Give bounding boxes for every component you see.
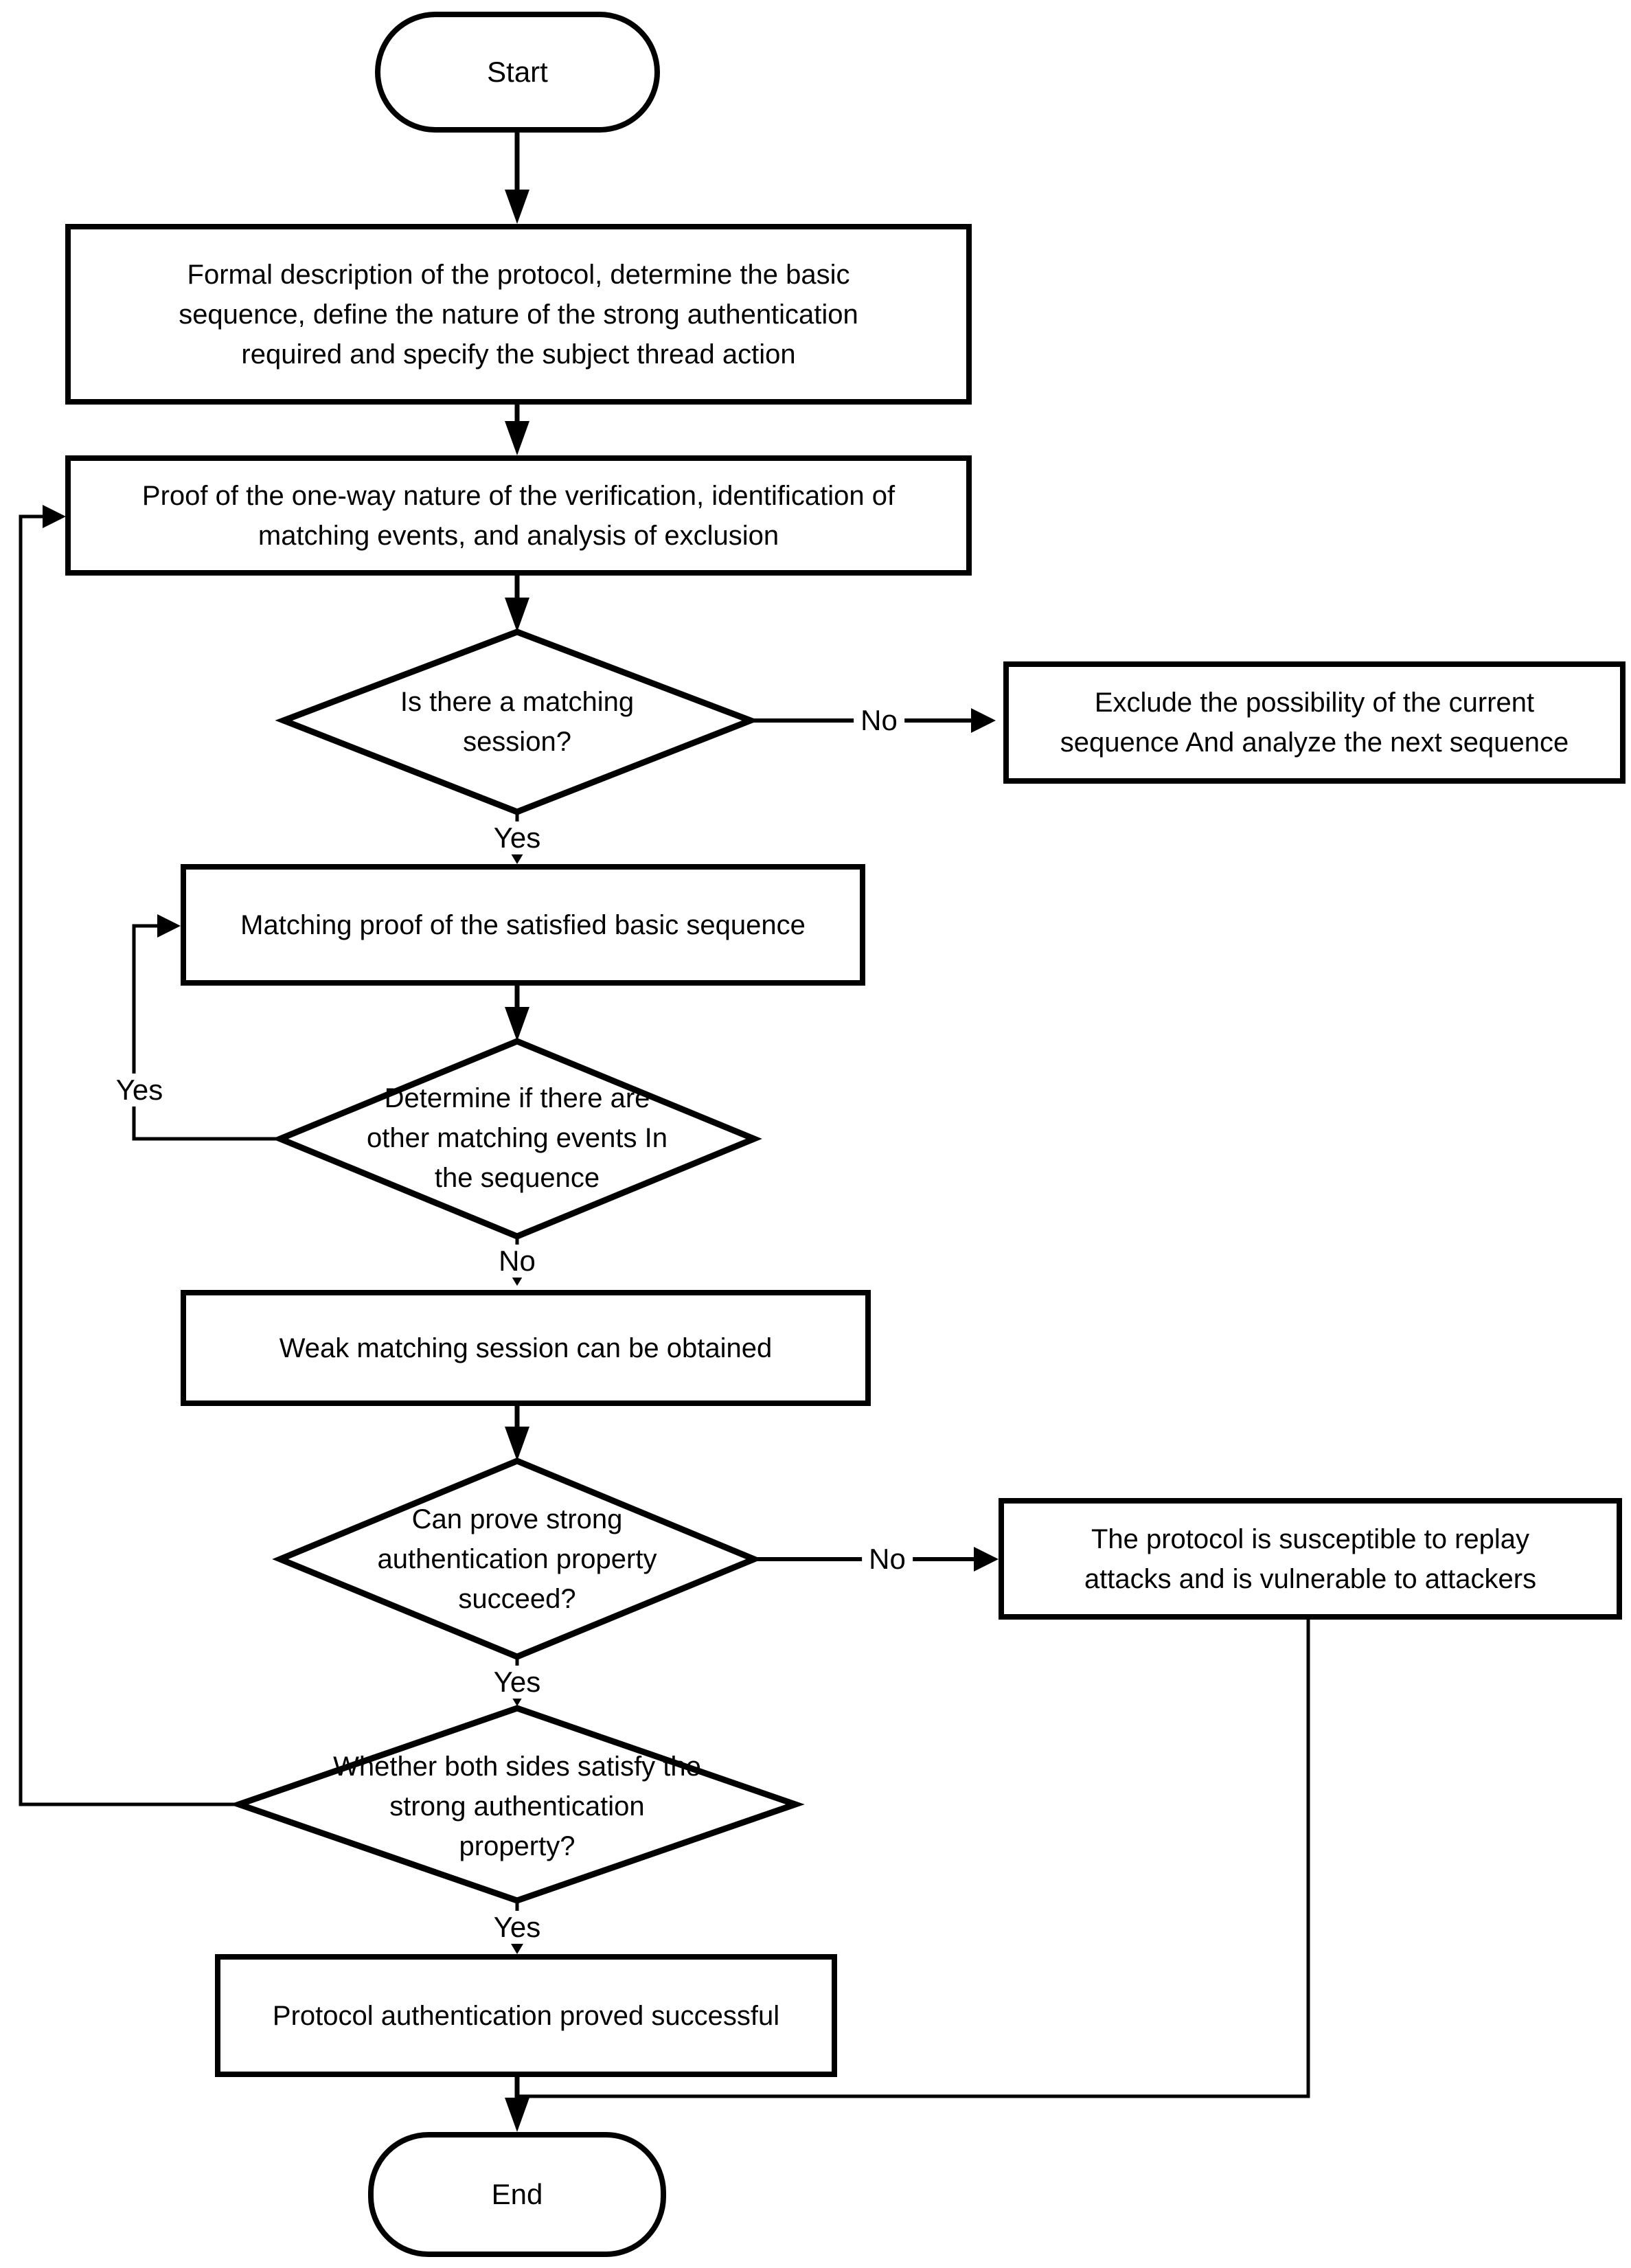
process-replay-attack: The protocol is susceptible to replay at… <box>999 1498 1622 1620</box>
arrowhead-into-successful <box>511 1944 523 1954</box>
process-one-way-proof-label: Proof of the one-way nature of the verif… <box>141 480 896 551</box>
decision-strong-auth-property <box>272 1458 762 1660</box>
process-weak-matching-session: Weak matching session can be obtained <box>181 1290 871 1406</box>
process-formal-description: Formal description of the protocol, dete… <box>65 224 972 405</box>
start-label: Start <box>487 56 548 88</box>
start-terminator: Start <box>375 12 660 133</box>
process-replay-attack-label: The protocol is susceptible to replay at… <box>1084 1523 1537 1594</box>
process-auth-successful: Protocol authentication proved successfu… <box>215 1954 837 2077</box>
decision-both-sides <box>229 1705 805 1904</box>
edge-label-both-sides-yes: Yes <box>486 1910 548 1944</box>
connector-replay-to-end-join <box>517 1620 1310 2098</box>
decision-matching-session <box>275 628 760 815</box>
arrowhead-into-matching-session <box>505 598 529 632</box>
process-matching-proof-label: Matching proof of the satisfied basic se… <box>240 909 806 940</box>
arrowhead-into-matching-proof-top <box>511 854 523 864</box>
edge-label-other-events-no: No <box>492 1244 543 1278</box>
arrowhead-into-end <box>505 2098 529 2132</box>
arrowhead-into-weak-matching <box>511 1275 523 1286</box>
edge-label-matching-session-no: No <box>854 703 904 738</box>
arrowhead-into-exclude <box>971 708 996 733</box>
connector-other-events-yes-loop <box>132 924 280 1141</box>
arrowhead-into-strong-auth <box>505 1427 529 1461</box>
connector-both-sides-loop-to-proof <box>19 514 242 1806</box>
edge-label-strong-auth-yes: Yes <box>486 1665 548 1699</box>
process-exclude-sequence: Exclude the possibility of the current s… <box>1003 661 1626 784</box>
edge-label-other-events-yes: Yes <box>109 1073 170 1107</box>
arrowhead-into-matching-proof-left <box>157 914 181 938</box>
end-label: End <box>491 2178 543 2210</box>
arrowhead-into-formal <box>505 190 529 224</box>
arrowhead-into-replay <box>974 1547 999 1572</box>
decision-other-matching-events <box>272 1038 762 1240</box>
arrowhead-into-proof-left <box>43 505 66 528</box>
process-weak-matching-session-label: Weak matching session can be obtained <box>279 1333 773 1363</box>
edge-label-matching-session-yes: Yes <box>486 821 548 855</box>
process-exclude-sequence-label: Exclude the possibility of the current s… <box>1060 688 1569 758</box>
process-formal-description-label: Formal description of the protocol, dete… <box>179 259 858 370</box>
end-terminator: End <box>368 2132 666 2257</box>
process-one-way-proof: Proof of the one-way nature of the verif… <box>65 455 972 576</box>
edge-label-strong-auth-no: No <box>862 1542 913 1576</box>
arrowhead-into-proof <box>505 421 529 455</box>
process-matching-proof: Matching proof of the satisfied basic se… <box>181 864 865 986</box>
arrowhead-into-other-events <box>505 1007 529 1041</box>
process-auth-successful-label: Protocol authentication proved successfu… <box>272 2000 780 2031</box>
